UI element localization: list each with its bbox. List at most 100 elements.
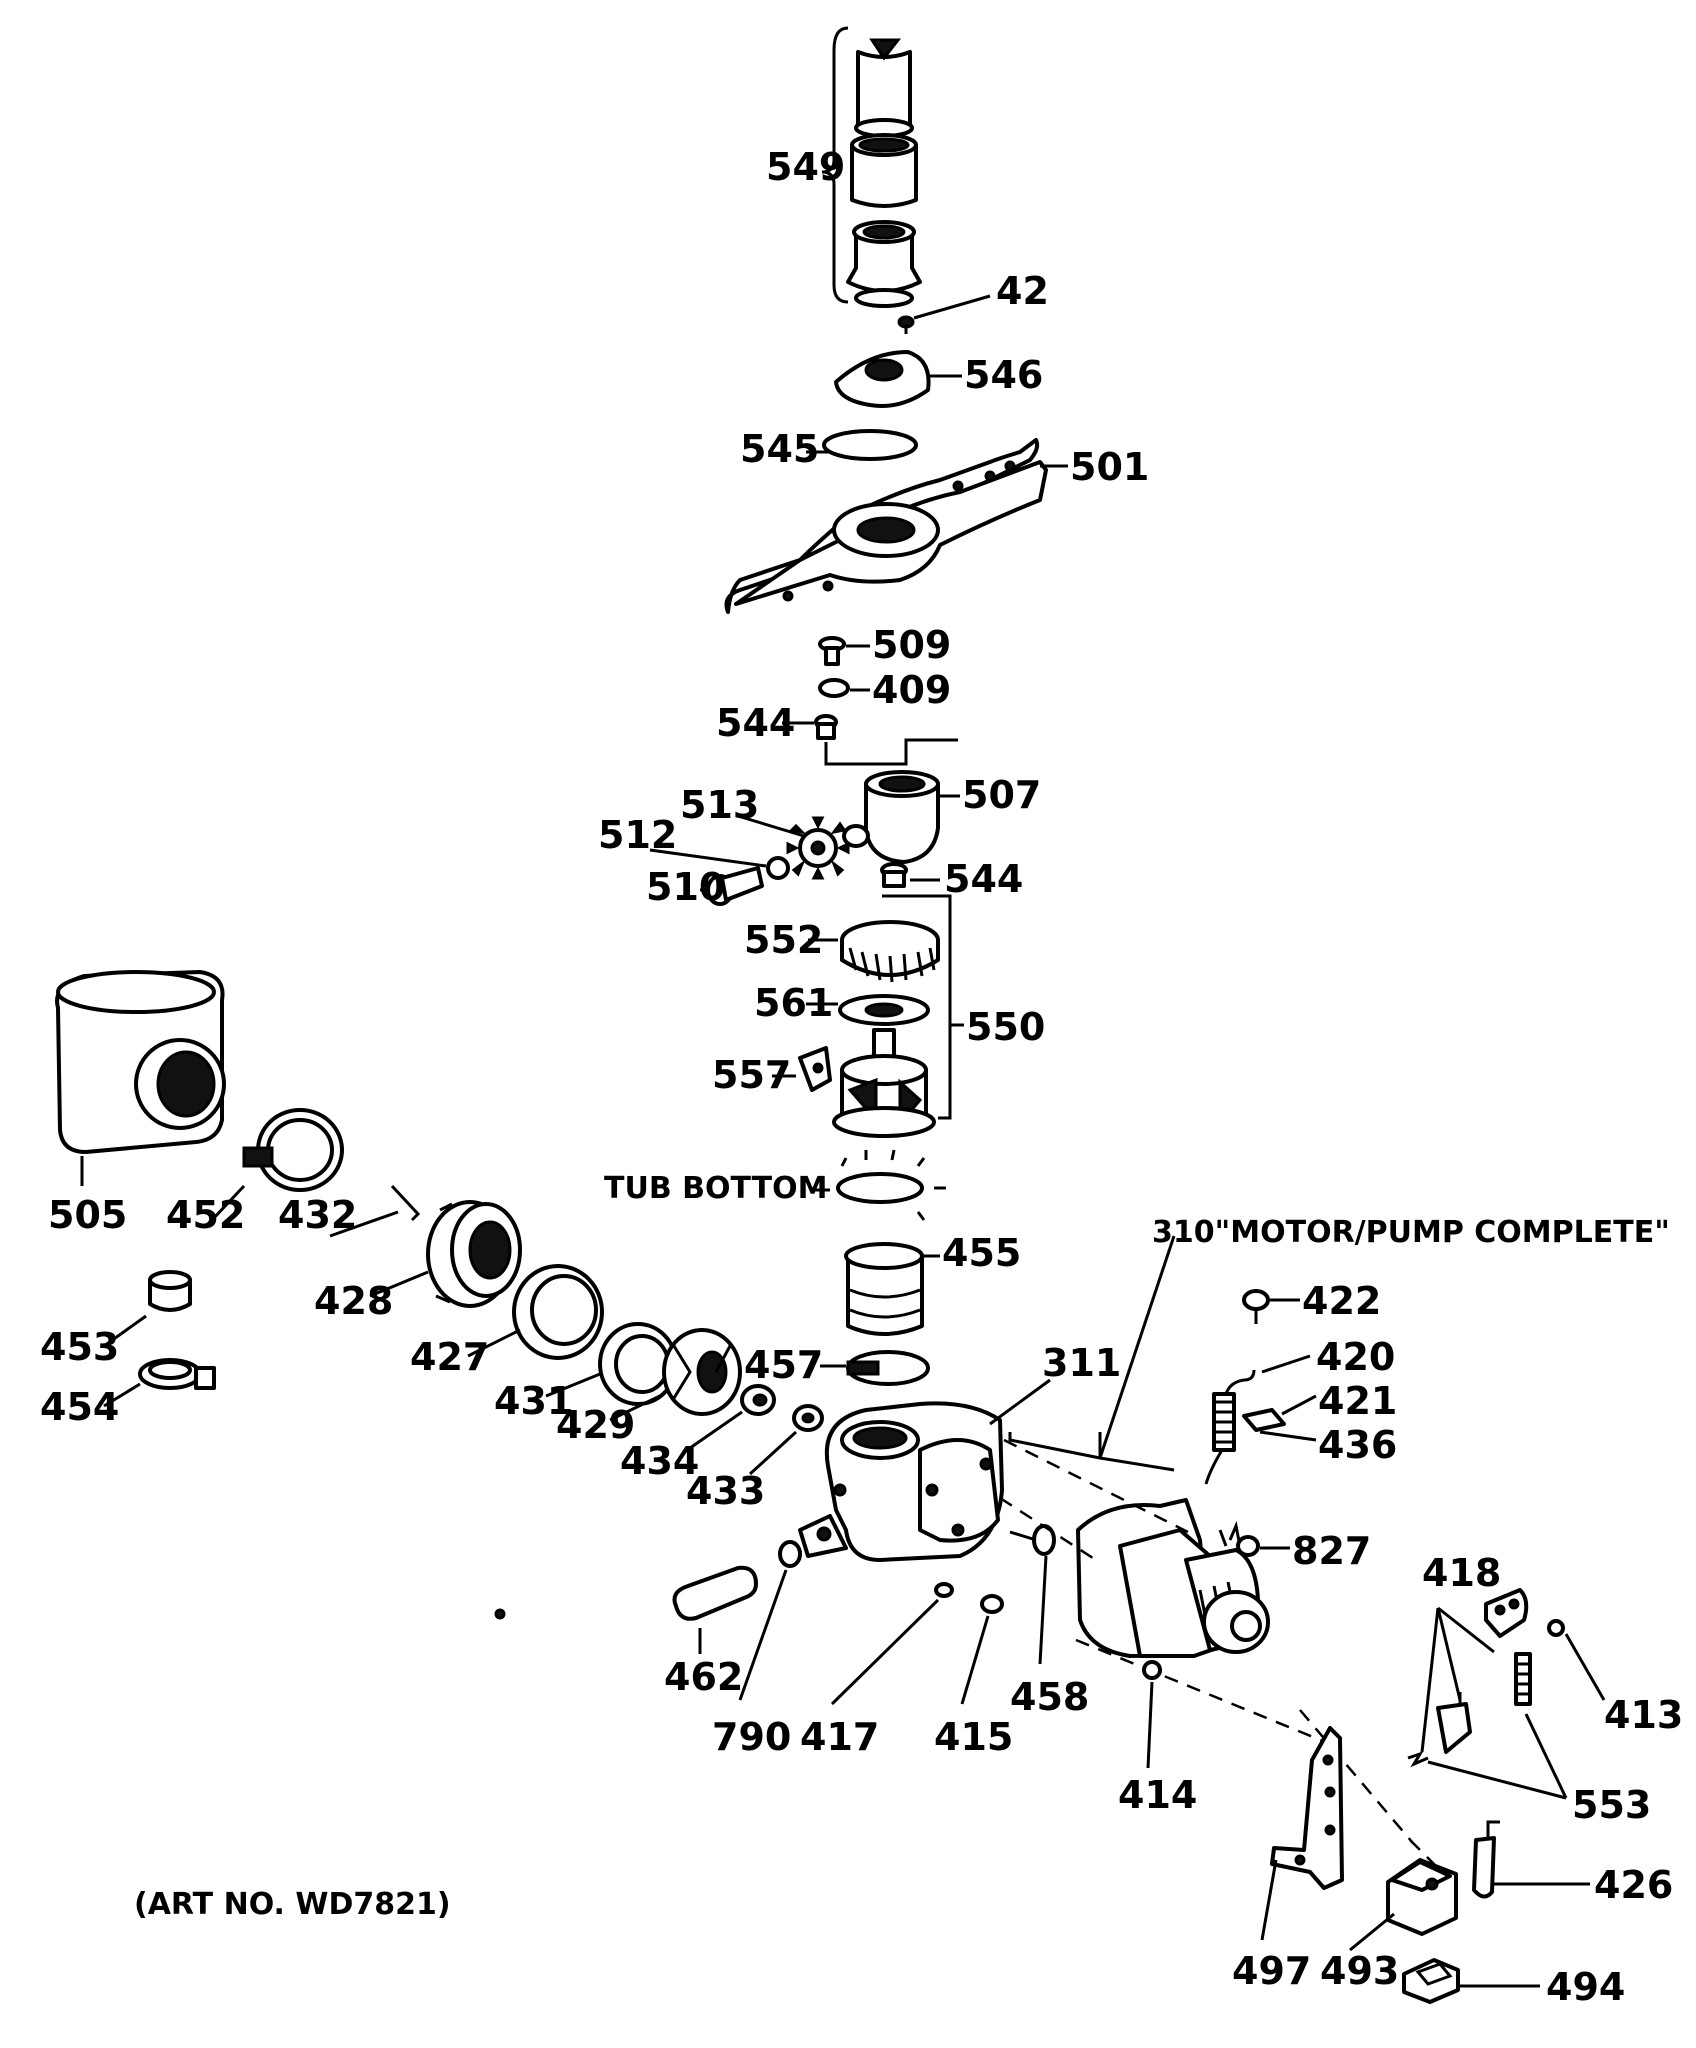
label-422: 422 xyxy=(1302,1279,1381,1323)
label-414: 414 xyxy=(1118,1773,1197,1817)
part-501-spray-arm xyxy=(724,438,1048,614)
label-509: 509 xyxy=(872,623,951,667)
label-510: 510 xyxy=(646,865,725,909)
leader-417 xyxy=(830,1598,940,1706)
leader-429 xyxy=(609,1392,665,1422)
part-497-bracket xyxy=(1270,1726,1344,1890)
bracket-544-507 xyxy=(824,738,958,766)
leader-436 xyxy=(1259,1430,1317,1442)
label-507: 507 xyxy=(962,773,1041,817)
leader-311 xyxy=(989,1378,1051,1426)
part-552-gear xyxy=(840,920,940,983)
part-544-lower-nut xyxy=(880,862,908,888)
leader-42 xyxy=(913,294,991,320)
leader-427 xyxy=(467,1328,521,1358)
leader-414 xyxy=(1146,1681,1154,1769)
part-455-tube xyxy=(844,1242,924,1336)
art-number: (ART NO. WD7821) xyxy=(134,1887,451,1922)
label-790: 790 xyxy=(712,1715,791,1759)
part-553-spring xyxy=(1514,1652,1532,1706)
part-494-block xyxy=(1402,1958,1460,2004)
part-421-block xyxy=(1242,1408,1286,1432)
part-557-clip xyxy=(798,1046,832,1092)
part-417-nut xyxy=(934,1582,954,1598)
label-418: 418 xyxy=(1422,1551,1501,1595)
label-557: 557 xyxy=(712,1053,791,1097)
label-431: 431 xyxy=(494,1379,573,1423)
part-409-washer xyxy=(818,678,850,698)
part-418-switch-plate xyxy=(1484,1588,1529,1638)
leader-553 xyxy=(1427,1713,1568,1800)
leader-415 xyxy=(960,1615,990,1705)
part-414-screw xyxy=(1142,1660,1162,1680)
label-550: 550 xyxy=(966,1005,1045,1049)
label-458: 458 xyxy=(1010,1675,1089,1719)
tub-bottom-label: TUB BOTTOM xyxy=(604,1171,827,1206)
part-432-screw xyxy=(390,1184,421,1222)
part-507-bearing xyxy=(842,770,940,864)
label-453: 453 xyxy=(40,1325,119,1369)
label-462: 462 xyxy=(664,1655,743,1699)
label-501: 501 xyxy=(1070,445,1149,489)
part-454-clamp xyxy=(138,1358,216,1390)
part-827-screw xyxy=(1236,1535,1260,1557)
part-427-ring xyxy=(512,1264,604,1360)
label-420: 420 xyxy=(1316,1335,1395,1379)
brace-549 xyxy=(821,26,849,304)
leader-512 xyxy=(649,848,767,868)
label-827: 827 xyxy=(1292,1529,1371,1573)
label-553: 553 xyxy=(1572,1783,1651,1827)
label-561: 561 xyxy=(754,981,833,1025)
part-513-gear xyxy=(786,816,850,880)
part-462-hose xyxy=(672,1565,758,1621)
label-421: 421 xyxy=(1318,1379,1397,1423)
dashed-motor-line-upper xyxy=(1003,1438,1189,1534)
label-546: 546 xyxy=(964,353,1043,397)
part-509-screw xyxy=(818,636,846,666)
part-42-screw xyxy=(897,315,915,334)
part-413-screw xyxy=(1547,1619,1565,1637)
label-552: 552 xyxy=(744,918,823,962)
label-415: 415 xyxy=(934,1715,1013,1759)
stray-dot xyxy=(494,1608,506,1620)
leader-413 xyxy=(1564,1633,1606,1701)
label-413: 413 xyxy=(1604,1693,1683,1737)
part-429-impeller xyxy=(662,1328,742,1416)
label-494: 494 xyxy=(1546,1965,1625,2009)
part-415-nut xyxy=(980,1594,1004,1614)
dashed-motor-line-bracket xyxy=(1075,1638,1341,1750)
part-493-switch-housing xyxy=(1386,1858,1458,1936)
label-544b: 544 xyxy=(944,857,1023,901)
leader-418 xyxy=(1420,1606,1495,1753)
dashed-motor-line-lower xyxy=(999,1496,1097,1562)
label-544a: 544 xyxy=(716,701,795,745)
part-457-clamp xyxy=(846,1350,930,1386)
leader-454 xyxy=(103,1382,141,1408)
label-512: 512 xyxy=(598,813,677,857)
part-561-washer xyxy=(838,994,930,1026)
leader-428 xyxy=(369,1270,429,1298)
leader-452 xyxy=(210,1184,246,1222)
leader-458 xyxy=(1038,1555,1048,1665)
label-454: 454 xyxy=(40,1385,119,1429)
motor-pump-complete-label: 310"MOTOR/PUMP COMPLETE" xyxy=(1152,1215,1670,1250)
label-433: 433 xyxy=(686,1469,765,1513)
label-426: 426 xyxy=(1594,1863,1673,1907)
part-426-wire xyxy=(1472,1820,1500,1899)
label-549: 549 xyxy=(766,145,845,189)
leader-434 xyxy=(689,1410,743,1450)
label-417: 417 xyxy=(800,1715,879,1759)
part-434-nut xyxy=(740,1384,776,1416)
label-457: 457 xyxy=(744,1343,823,1387)
label-452: 452 xyxy=(166,1193,245,1237)
part-505-reservoir xyxy=(55,970,226,1154)
leader-790 xyxy=(738,1569,788,1701)
part-512-washer xyxy=(766,856,790,880)
label-505: 505 xyxy=(48,1193,127,1237)
leader-421 xyxy=(1281,1394,1317,1416)
label-432: 432 xyxy=(278,1193,357,1237)
label-409: 409 xyxy=(872,668,951,712)
leader-453 xyxy=(103,1314,147,1348)
part-545-ring xyxy=(822,429,918,461)
leader-433 xyxy=(748,1430,798,1476)
